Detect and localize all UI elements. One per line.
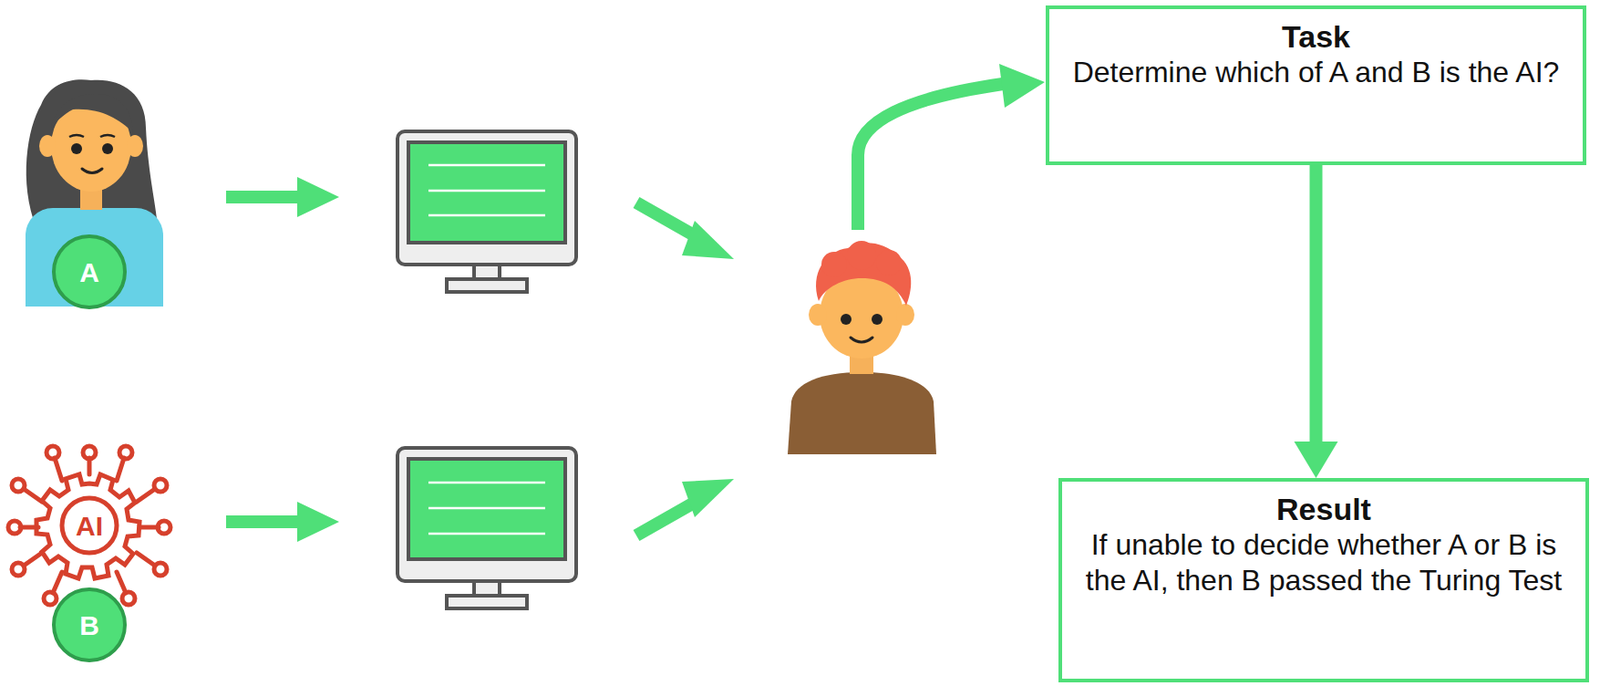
text-box: TaskDetermine which of A and B is the AI… — [1045, 5, 1587, 166]
ai-gear-icon — [8, 445, 171, 605]
box-heading: Task — [1062, 18, 1570, 55]
arrows — [636, 202, 734, 536]
monitor — [397, 447, 577, 609]
judge-figure — [787, 240, 937, 455]
box-text: If unable to decide whether A or B is th… — [1074, 526, 1573, 599]
badge-circle — [53, 588, 125, 661]
connector-arrow — [1294, 165, 1339, 478]
box-text: Determine which of A and B is the AI? — [1062, 54, 1570, 91]
badge-letter: A — [79, 257, 100, 289]
icon-label: AI — [75, 510, 104, 542]
arrow — [857, 63, 1045, 230]
box-heading: Result — [1074, 490, 1573, 527]
text-box: ResultIf unable to decide whether A or B… — [1058, 477, 1590, 682]
monitor — [397, 131, 577, 292]
arrows — [226, 176, 340, 542]
woman-figure — [25, 79, 164, 308]
badge-letter: B — [79, 609, 100, 641]
